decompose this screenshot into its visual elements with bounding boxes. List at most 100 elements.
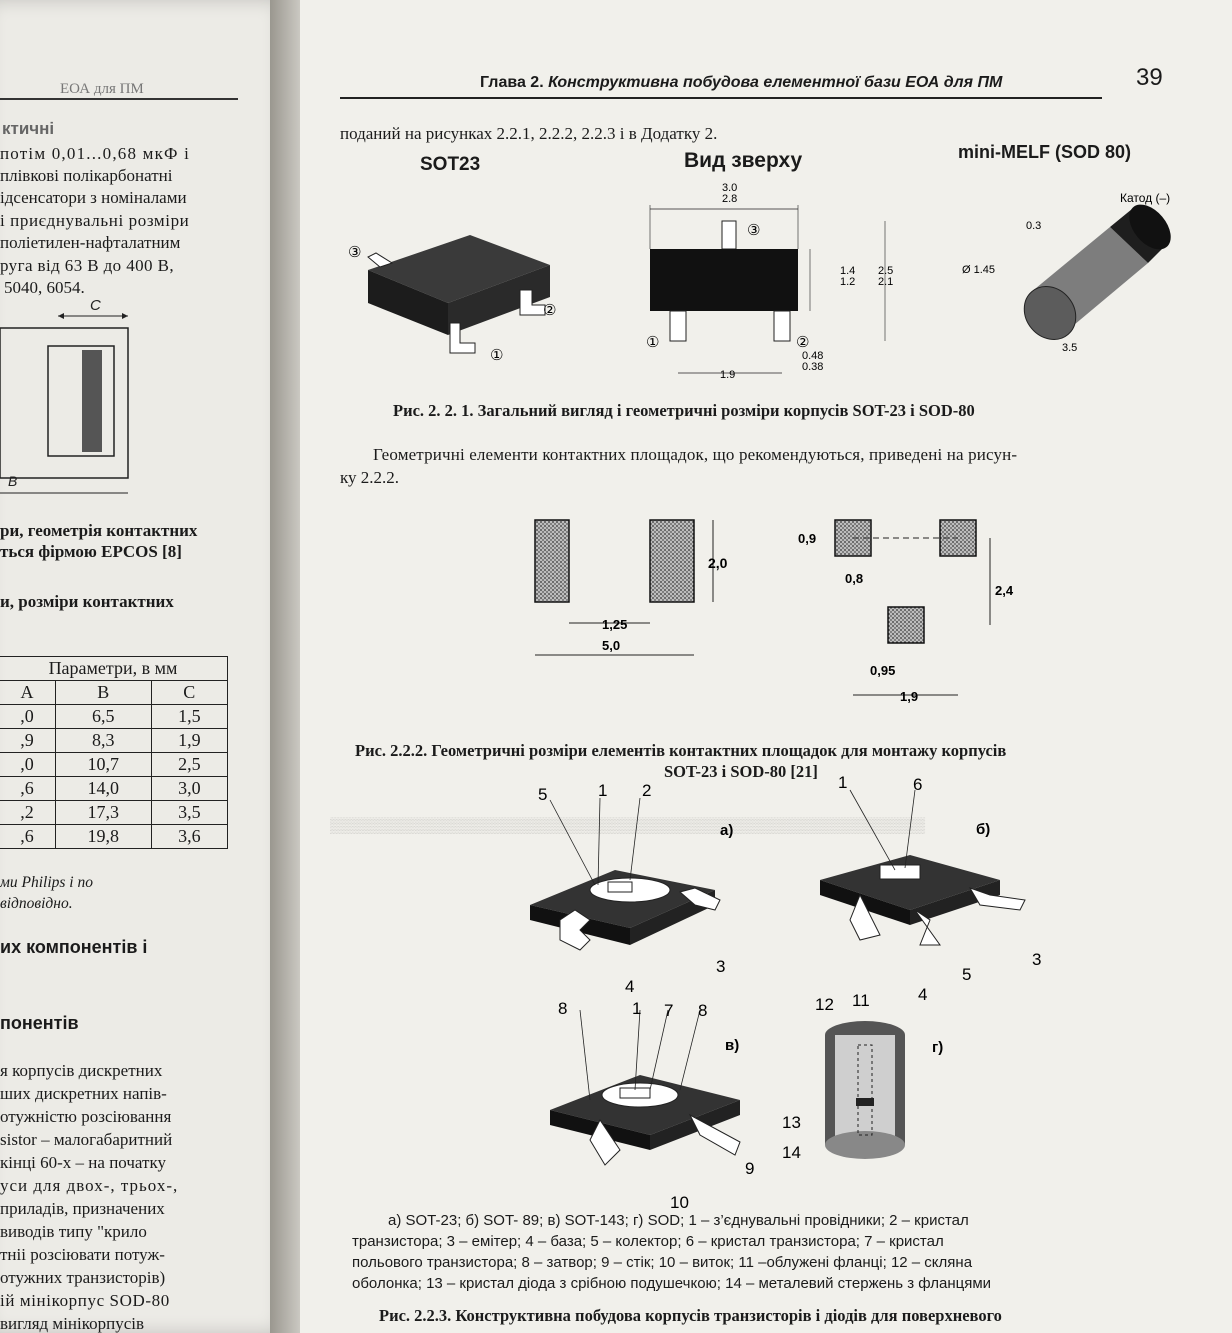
svg-text:9: 9 xyxy=(745,1159,754,1178)
label-top-view: Вид зверху xyxy=(684,149,803,172)
svg-text:2.8: 2.8 xyxy=(722,193,737,205)
svg-text:③: ③ xyxy=(747,222,760,239)
left-line: плівкові полікарбонатні xyxy=(0,166,173,185)
label-a: а) xyxy=(720,822,733,839)
left-caption-2: ться фірмою EPCOS [8] xyxy=(0,542,182,561)
svg-text:3.5: 3.5 xyxy=(1062,342,1077,354)
cathode-label: Катод (–) xyxy=(1120,191,1170,205)
left-line: виводів типу "крило xyxy=(0,1222,147,1241)
svg-text:8: 8 xyxy=(558,999,567,1018)
left-line: приладів, призначених xyxy=(0,1199,165,1218)
svg-text:0,95: 0,95 xyxy=(870,663,895,678)
running-header: Глава 2. Конструктивна побудова елементн… xyxy=(480,74,1002,92)
label-b: б) xyxy=(976,821,990,838)
svg-text:1,25: 1,25 xyxy=(602,617,627,632)
fig-2-2-2-drawing: 2,0 1,25 5,0 0,9 0,8 2,4 0,95 1,9 xyxy=(534,519,1014,704)
svg-text:0.48: 0.48 xyxy=(802,350,823,362)
left-line: ій мінікорпус SOD-80 xyxy=(0,1291,170,1310)
left-line: вигляд мінікорпусів xyxy=(0,1314,145,1333)
left-heading-2: и, розміри контактних xyxy=(0,592,174,611)
svg-text:2,0: 2,0 xyxy=(708,555,728,571)
svg-text:1,9: 1,9 xyxy=(900,689,918,704)
svg-text:6: 6 xyxy=(913,775,922,794)
svg-text:2: 2 xyxy=(642,781,651,800)
left-line: потім 0,01...0,68 мкФ і xyxy=(0,144,191,163)
svg-text:Ø 1.45: Ø 1.45 xyxy=(962,264,995,276)
dim-c-label: C xyxy=(90,297,101,314)
left-caption-1: ри, геометрія контактних xyxy=(0,521,198,540)
chapter-title: Конструктивна побудова елементної бази Е… xyxy=(548,74,1003,91)
label-g: г) xyxy=(932,1039,943,1056)
svg-text:②: ② xyxy=(796,334,809,351)
fig3-caption: Рис. 2.2.3. Конструктивна побудова корпу… xyxy=(379,1306,1002,1325)
svg-text:1: 1 xyxy=(838,773,847,792)
minimelf-drawing: Катод (–) 0.3 Ø 1.45 3.5 xyxy=(962,191,1171,354)
svg-text:5,0: 5,0 xyxy=(602,638,620,653)
table-col: B xyxy=(54,680,152,705)
svg-text:2.1: 2.1 xyxy=(878,276,893,288)
svg-text:1.9: 1.9 xyxy=(720,369,735,381)
fig2-caption-line-1: Рис. 2.2.2. Геометричні розміри елементі… xyxy=(355,741,1007,760)
svg-text:4: 4 xyxy=(918,985,927,1004)
table-header: Параметри, в мм xyxy=(0,656,228,681)
paragraph-2-line-2: ку 2.2.2. xyxy=(340,468,400,487)
svg-text:1.4: 1.4 xyxy=(840,265,855,277)
left-line: 5040, 6054. xyxy=(4,278,85,297)
svg-text:14: 14 xyxy=(782,1143,801,1162)
sod-structure xyxy=(825,1021,905,1159)
svg-text:7: 7 xyxy=(664,1001,673,1020)
sot23-top-view: 3.0 2.8 ③ ① ② 1.9 0.48 0.38 1.4 1.2 2.5 … xyxy=(646,182,893,381)
svg-text:3.0: 3.0 xyxy=(722,182,737,194)
bleed-through-text: ▒▒▒▒▒▒▒▒▒▒▒▒▒▒▒▒▒▒▒▒▒▒▒▒▒▒▒▒▒▒▒▒▒▒▒▒▒▒▒▒… xyxy=(330,818,926,834)
svg-text:3: 3 xyxy=(716,957,725,976)
svg-text:0,9: 0,9 xyxy=(798,531,816,546)
sot23-3d-drawing xyxy=(367,235,550,354)
paragraph-2-line-1: Геометричні елементи контактних площадок… xyxy=(373,445,1018,464)
left-heading-4: понентів xyxy=(0,1013,79,1033)
left-line: тніі розсіювати потуж- xyxy=(0,1245,165,1264)
svg-text:2,4: 2,4 xyxy=(995,583,1014,598)
svg-text:1.2: 1.2 xyxy=(840,276,855,288)
page-number: 39 xyxy=(1136,64,1163,91)
left-header-rule xyxy=(0,98,238,100)
left-line: поліетилен-нафталатним xyxy=(0,233,181,252)
left-line: отужних транзисторів) xyxy=(0,1268,166,1287)
left-line: кінці 60-х – на початку xyxy=(0,1153,166,1172)
svg-text:0,8: 0,8 xyxy=(845,571,863,586)
sot23-land-pattern: 0,9 0,8 2,4 0,95 1,9 xyxy=(798,519,1014,704)
right-page: Глава 2. Конструктивна побудова елементн… xyxy=(300,0,1232,1333)
svg-text:1: 1 xyxy=(598,781,607,800)
label-v: в) xyxy=(725,1037,739,1054)
fig-2-2-1-drawing: ③ ② ① 3.0 2.8 ③ ① ② 1.9 0.48 0.38 1.4 1.… xyxy=(348,182,1171,381)
left-line: отужністю розсіювання xyxy=(0,1107,172,1126)
fig3-legend-line-4: оболонка; 13 – кристал діода з срібною п… xyxy=(352,1275,992,1292)
label-minimelf: mini-MELF (SOD 80) xyxy=(958,142,1132,162)
svg-text:3: 3 xyxy=(1032,950,1041,969)
left-line: і приєднувальні розміри xyxy=(0,211,190,230)
left-line: ідсенсатори з номіналами xyxy=(0,188,187,207)
left-note-2: відповідно. xyxy=(0,895,73,912)
sot23-structure xyxy=(530,797,721,951)
left-line: уси для двох-, трьох-, xyxy=(0,1176,179,1195)
left-line: я корпусів дискретних xyxy=(0,1061,163,1080)
label-sot23: SOT23 xyxy=(420,154,481,175)
left-header-fragment: ЕОА для ПМ xyxy=(60,81,144,97)
left-page: ЕОА для ПМ ктичні потім 0,01...0,68 мкФ … xyxy=(0,0,292,1333)
svg-text:8: 8 xyxy=(698,1001,707,1020)
svg-text:1: 1 xyxy=(632,999,641,1018)
pin-3-label: ③ xyxy=(348,244,361,261)
fig1-caption: Рис. 2. 2. 1. Загальний вигляд і геометр… xyxy=(393,401,975,420)
svg-text:①: ① xyxy=(646,334,659,351)
left-note-1: ми Philips і по xyxy=(0,874,93,891)
svg-text:11: 11 xyxy=(852,991,870,1010)
sot89-structure xyxy=(820,789,1026,946)
left-line: руга від 63 В до 400 В, xyxy=(0,256,174,275)
svg-text:4: 4 xyxy=(625,977,634,996)
pin-2-label: ② xyxy=(543,302,556,319)
fig3-legend-line-1: а) SOT-23; б) SOT- 89; в) SOT-143; г) SO… xyxy=(388,1212,969,1229)
